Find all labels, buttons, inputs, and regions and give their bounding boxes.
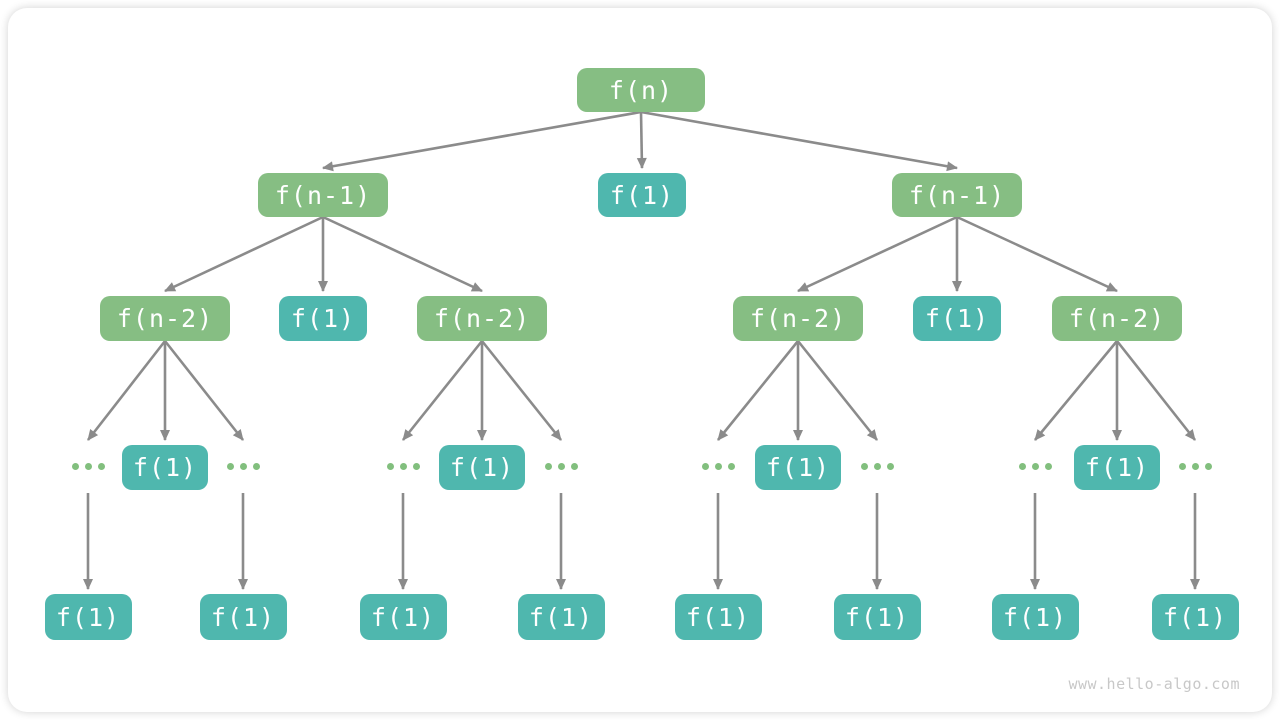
ellipsis-dot bbox=[887, 463, 894, 470]
ellipsis-dot bbox=[728, 463, 735, 470]
ellipsis-icon bbox=[1019, 463, 1052, 470]
ellipsis-icon bbox=[702, 463, 735, 470]
ellipsis-dot bbox=[1179, 463, 1186, 470]
node-f-n-1: f(n-1) bbox=[258, 173, 388, 217]
ellipsis-dot bbox=[72, 463, 79, 470]
ellipsis-dot bbox=[400, 463, 407, 470]
node-f-1: f(1) bbox=[517, 594, 605, 640]
node-f-1: f(1) bbox=[913, 296, 1001, 341]
ellipsis-dot bbox=[1192, 463, 1199, 470]
node-f-1: f(1) bbox=[1151, 594, 1239, 640]
ellipsis-dot bbox=[1205, 463, 1212, 470]
ellipsis-icon bbox=[387, 463, 420, 470]
ellipsis-icon bbox=[861, 463, 894, 470]
node-f-1: f(1) bbox=[279, 296, 367, 341]
node-f-1: f(1) bbox=[199, 594, 287, 640]
ellipsis-icon bbox=[1179, 463, 1212, 470]
ellipsis-dot bbox=[571, 463, 578, 470]
ellipsis-dot bbox=[85, 463, 92, 470]
ellipsis-icon bbox=[72, 463, 105, 470]
node-f-1: f(1) bbox=[598, 173, 686, 217]
node-f-1: f(1) bbox=[122, 445, 208, 490]
node-f-1: f(1) bbox=[44, 594, 132, 640]
ellipsis-dot bbox=[387, 463, 394, 470]
ellipsis-dot bbox=[1045, 463, 1052, 470]
node-f-n-2: f(n-2) bbox=[417, 296, 547, 341]
node-f-n-2: f(n-2) bbox=[733, 296, 863, 341]
node-f-n-2: f(n-2) bbox=[100, 296, 230, 341]
watermark: www.hello-algo.com bbox=[1068, 675, 1240, 693]
node-f-1: f(1) bbox=[674, 594, 762, 640]
ellipsis-dot bbox=[715, 463, 722, 470]
ellipsis-dot bbox=[253, 463, 260, 470]
node-f-n-1: f(n-1) bbox=[892, 173, 1022, 217]
ellipsis-dot bbox=[413, 463, 420, 470]
ellipsis-icon bbox=[227, 463, 260, 470]
ellipsis-dot bbox=[1032, 463, 1039, 470]
node-f-n-2: f(n-2) bbox=[1052, 296, 1182, 341]
node-f-1: f(1) bbox=[833, 594, 921, 640]
ellipsis-dot bbox=[227, 463, 234, 470]
node-f-1: f(1) bbox=[359, 594, 447, 640]
ellipsis-dot bbox=[545, 463, 552, 470]
node-f-1: f(1) bbox=[755, 445, 841, 490]
node-f-n: f(n) bbox=[577, 68, 705, 112]
ellipsis-dot bbox=[874, 463, 881, 470]
node-f-1: f(1) bbox=[1074, 445, 1160, 490]
ellipsis-dot bbox=[861, 463, 868, 470]
ellipsis-dot bbox=[98, 463, 105, 470]
ellipsis-dot bbox=[702, 463, 709, 470]
ellipsis-dot bbox=[1019, 463, 1026, 470]
node-f-1: f(1) bbox=[439, 445, 525, 490]
ellipsis-dot bbox=[558, 463, 565, 470]
ellipsis-icon bbox=[545, 463, 578, 470]
node-f-1: f(1) bbox=[991, 594, 1079, 640]
ellipsis-dot bbox=[240, 463, 247, 470]
